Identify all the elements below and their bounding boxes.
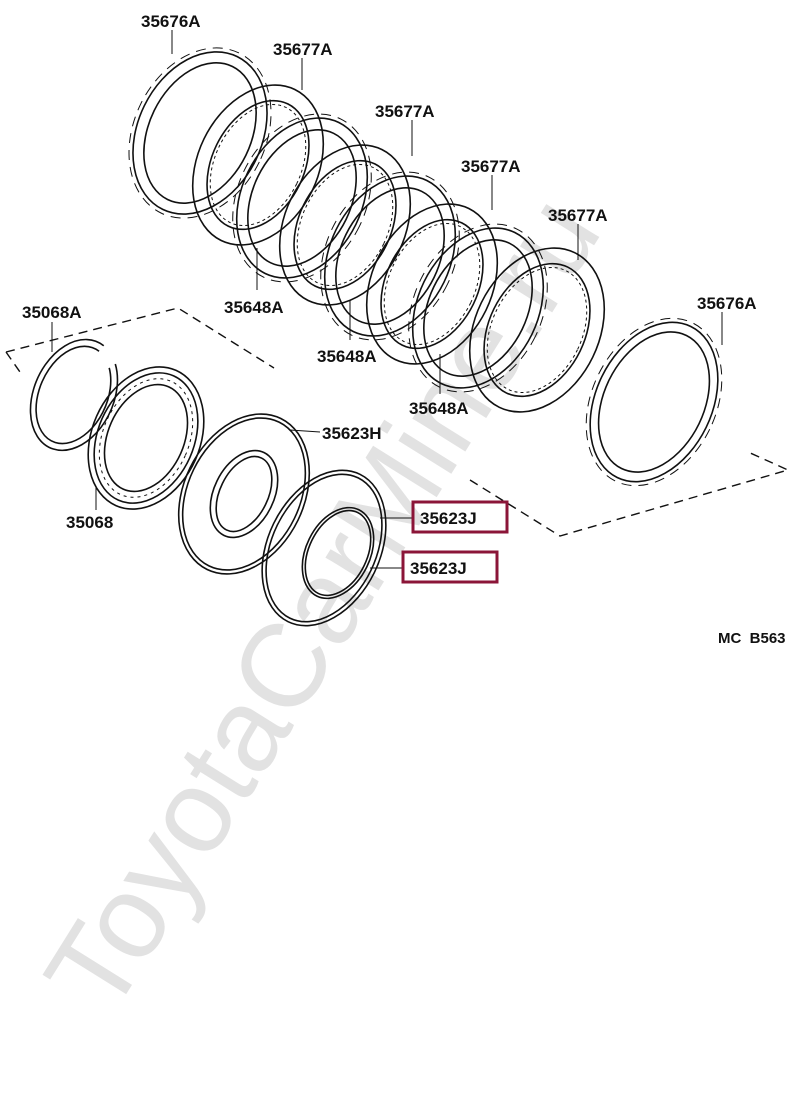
leader-lines xyxy=(51,30,723,569)
label-clutch-plate-2: 35648A xyxy=(317,347,377,366)
diagram-code: MC B563 xyxy=(718,630,786,647)
label-friction-disc-3: 35677A xyxy=(461,157,521,176)
assembly-outline-right xyxy=(469,451,791,537)
label-end-plate-top: 35676A xyxy=(141,12,201,31)
label-o-ring-inner[interactable]: 35623J xyxy=(410,559,467,578)
clutch-plate-2[interactable] xyxy=(294,149,486,363)
label-friction-disc-4: 35677A xyxy=(548,206,608,225)
label-clutch-plate-1: 35648A xyxy=(224,298,284,317)
label-end-plate-right: 35676A xyxy=(697,294,757,313)
o-ring-outer[interactable] xyxy=(238,450,411,646)
label-piston: 35623H xyxy=(322,424,382,443)
highlight-box-o-ring-outer xyxy=(411,500,509,534)
watermark-text: ToyotaCarMine.ru xyxy=(20,174,625,1034)
friction-disc-4[interactable] xyxy=(444,226,631,435)
one-way-clutch[interactable] xyxy=(67,348,226,527)
friction-disc-3[interactable] xyxy=(341,182,523,386)
label-friction-disc-1: 35677A xyxy=(273,40,333,59)
assembly-outline-left xyxy=(5,307,275,373)
end-plate-top[interactable] xyxy=(102,24,299,242)
clutch-plate-3[interactable] xyxy=(382,201,574,415)
friction-disc-2[interactable] xyxy=(254,123,436,327)
clutch-plate-1[interactable] xyxy=(206,91,398,305)
label-o-ring-outer[interactable]: 35623J xyxy=(420,509,477,528)
label-friction-disc-2: 35677A xyxy=(375,102,435,121)
highlight-box-o-ring-inner xyxy=(401,550,499,584)
snap-ring[interactable] xyxy=(14,326,134,465)
label-clutch-plate-3: 35648A xyxy=(409,399,469,418)
label-snap-ring: 35068A xyxy=(22,303,82,322)
o-ring-inner[interactable] xyxy=(288,496,388,610)
end-plate-right[interactable] xyxy=(560,296,749,509)
label-one-way-clutch: 35068 xyxy=(66,513,113,532)
piston[interactable] xyxy=(153,392,335,596)
